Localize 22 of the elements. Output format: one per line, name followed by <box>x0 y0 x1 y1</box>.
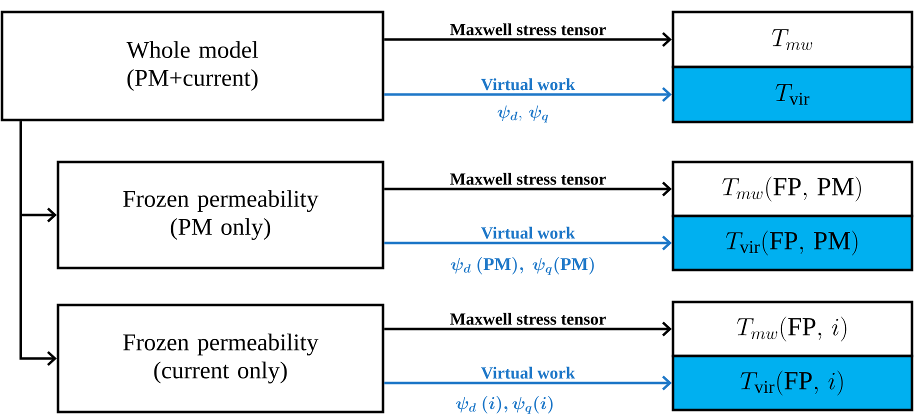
edge-label: Virtual work <box>480 226 576 240</box>
edge-label: Virtual work <box>480 77 576 92</box>
edge-label: Maxwell stress tensor <box>448 172 608 186</box>
arrow <box>384 32 672 47</box>
flux-label: $\boldsymbol{\psi_d},\,\boldsymbol{\psi_q}$ <box>498 106 548 122</box>
process-box: Frozen permeability (current only) <box>56 304 384 414</box>
process-box: Frozen permeability (PM only) <box>56 160 384 270</box>
result-box: $T_{\mathrm{vir}}$ <box>672 66 914 124</box>
arrow <box>384 87 672 102</box>
arrow <box>384 236 672 250</box>
process-box: Whole model (PM+current) <box>0 10 384 122</box>
edge-label: Maxwell stress tensor <box>448 22 608 36</box>
flux-label: $\boldsymbol{\psi_d\ (\mathrm{PM}),\ \psi_q(\mathrm{PM})}$ <box>450 257 594 275</box>
arrow <box>384 182 672 196</box>
result-box: $T_{\mathrm{vir}}(\mathrm{FP},\,\mathrm{PM})$ <box>672 214 914 272</box>
arrow <box>384 376 672 390</box>
result-box: $T_{\mathrm{vir}}(\mathrm{FP},\,i)$ <box>672 354 914 412</box>
arrow <box>20 121 57 366</box>
edge-label: Virtual work <box>480 366 576 380</box>
arrow <box>384 322 672 336</box>
flux-label: $\boldsymbol{\psi_d\ (i),\psi_q(i)}$ <box>456 396 553 414</box>
edge-label: Maxwell stress tensor <box>448 312 608 326</box>
